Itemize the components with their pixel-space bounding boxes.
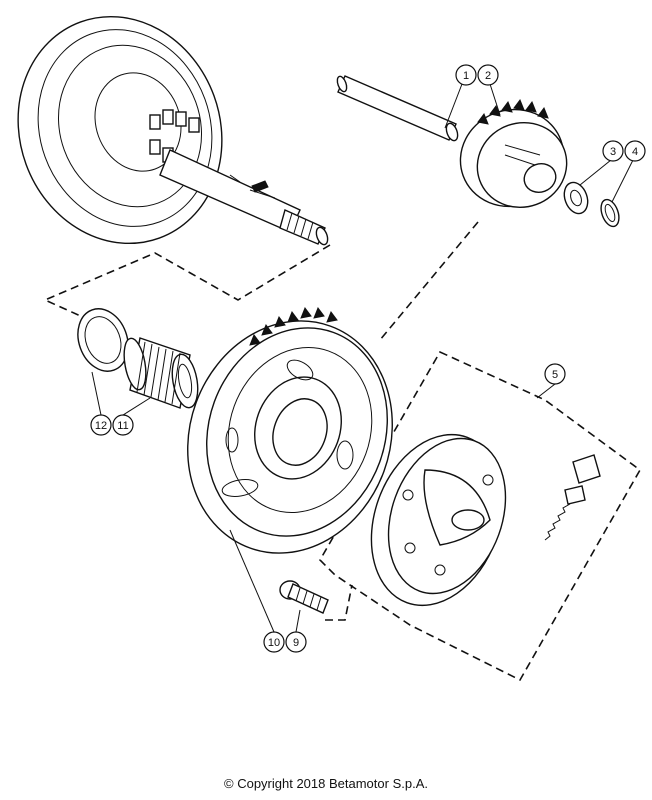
- svg-text:2: 2: [485, 70, 491, 82]
- assembly-lines: [43, 221, 642, 682]
- svg-text:12: 12: [95, 420, 107, 432]
- callout-12[interactable]: 12: [90, 414, 112, 436]
- callout-leaders: [91, 83, 634, 633]
- callout-4[interactable]: 4: [624, 140, 646, 162]
- clutch-spring: [544, 503, 571, 541]
- washer: [77, 308, 129, 372]
- callout-1[interactable]: 1: [455, 64, 477, 86]
- callout-9[interactable]: 9: [285, 631, 307, 653]
- thrust-washer: [563, 181, 589, 215]
- copyright-notice: © Copyright 2018 Betamotor S.p.A.: [224, 776, 428, 791]
- svg-text:11: 11: [117, 420, 128, 432]
- screw: [279, 580, 329, 614]
- callout-2[interactable]: 2: [477, 64, 499, 86]
- one-way-clutch: [370, 433, 601, 607]
- intermediate-gear: [459, 98, 568, 209]
- pin-shaft: [336, 75, 459, 142]
- svg-text:3: 3: [610, 146, 616, 158]
- clutch-roller: [572, 454, 601, 484]
- circlip: [600, 198, 620, 228]
- callout-11[interactable]: 11: [112, 414, 134, 436]
- clutch-plunger: [564, 485, 586, 505]
- svg-text:1: 1: [463, 70, 469, 82]
- svg-text:9: 9: [293, 637, 299, 649]
- svg-text:10: 10: [268, 637, 280, 649]
- svg-text:5: 5: [552, 369, 558, 381]
- svg-text:4: 4: [632, 146, 638, 158]
- callout-3[interactable]: 3: [602, 140, 624, 162]
- exploded-view-drawing: 1 2 3 4 5 9 10 11 12: [17, 15, 646, 682]
- starter-driven-gear: [187, 306, 393, 554]
- callout-5[interactable]: 5: [544, 363, 566, 385]
- callout-10[interactable]: 10: [263, 631, 285, 653]
- crankshaft-assembly: [17, 15, 329, 246]
- needle-roller-bearing: [123, 337, 199, 409]
